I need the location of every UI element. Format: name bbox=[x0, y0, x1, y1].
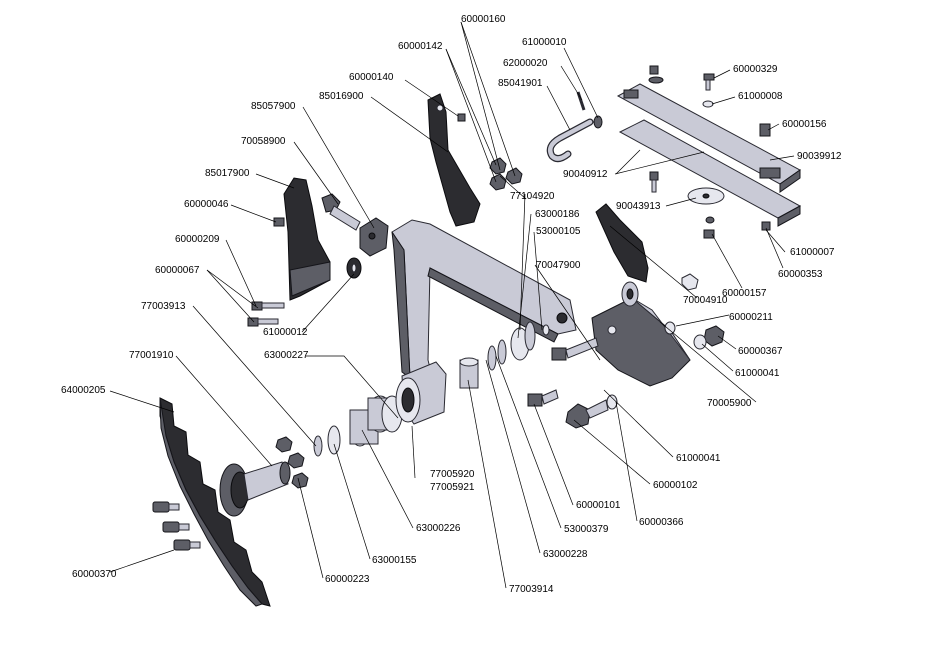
part-labels: 60000160 61000010 60000142 62000020 8504… bbox=[61, 14, 842, 595]
label-70004910: 70004910 bbox=[683, 295, 728, 306]
hub-nuts bbox=[275, 436, 309, 489]
u-hook bbox=[546, 118, 594, 163]
label-85041901: 85041901 bbox=[498, 78, 543, 89]
leader-lines bbox=[109, 21, 795, 589]
label-63000226: 63000226 bbox=[416, 523, 461, 534]
label-62000020: 62000020 bbox=[503, 58, 548, 69]
label-60000160: 60000160 bbox=[461, 14, 506, 25]
label-90040912: 90040912 bbox=[563, 169, 608, 180]
label-77003913: 77003913 bbox=[141, 301, 186, 312]
label-60000211: 60000211 bbox=[729, 312, 773, 323]
clamp-bolts bbox=[527, 337, 618, 429]
plate-fasteners bbox=[648, 65, 771, 239]
label-63000227: 63000227 bbox=[264, 350, 309, 361]
label-60000209: 60000209 bbox=[175, 234, 220, 245]
label-61000012: 61000012 bbox=[263, 327, 308, 338]
label-60000370: 60000370 bbox=[72, 569, 117, 580]
label-77104920: 77104920 bbox=[510, 191, 555, 202]
label-85016900: 85016900 bbox=[319, 91, 364, 102]
label-85017900: 85017900 bbox=[205, 168, 250, 179]
label-70058900: 70058900 bbox=[241, 136, 286, 147]
label-63000186: 63000186 bbox=[535, 209, 580, 220]
clamp-nuts bbox=[664, 321, 725, 350]
label-90039912: 90039912 bbox=[797, 151, 842, 162]
disc-bolts bbox=[152, 501, 201, 551]
label-61000008: 61000008 bbox=[738, 91, 783, 102]
label-77005920: 77005920 bbox=[430, 469, 475, 480]
clamp-body bbox=[591, 281, 691, 387]
main-arm bbox=[391, 219, 577, 425]
bracket-bolts bbox=[247, 301, 285, 327]
label-63000228: 63000228 bbox=[543, 549, 588, 560]
label-61000007: 61000007 bbox=[790, 247, 835, 258]
label-70047900: 70047900 bbox=[536, 260, 581, 271]
pivot-bushings bbox=[459, 321, 550, 389]
label-60000102: 60000102 bbox=[653, 480, 698, 491]
label-77003914: 77003914 bbox=[509, 584, 554, 595]
left-bracket bbox=[283, 177, 331, 301]
label-53000105: 53000105 bbox=[536, 226, 581, 237]
top-bracket bbox=[427, 93, 481, 227]
disc-blade bbox=[159, 397, 271, 607]
label-77001910: 77001910 bbox=[129, 350, 174, 361]
label-60000366: 60000366 bbox=[639, 517, 684, 528]
label-70005900: 70005900 bbox=[707, 398, 752, 409]
label-77005921: 77005921 bbox=[430, 482, 475, 493]
round-plate bbox=[687, 187, 725, 205]
label-61000041-b: 61000041 bbox=[676, 453, 721, 464]
label-53000379: 53000379 bbox=[564, 524, 609, 535]
label-61000041-a: 61000041 bbox=[735, 368, 780, 379]
label-60000157: 60000157 bbox=[722, 288, 767, 299]
small-bolt bbox=[273, 217, 285, 227]
label-90043913: 90043913 bbox=[616, 201, 661, 212]
label-85057900: 85057900 bbox=[251, 101, 296, 112]
label-60000353: 60000353 bbox=[778, 269, 823, 280]
eye-bolt bbox=[321, 193, 361, 231]
label-60000156: 60000156 bbox=[782, 119, 827, 130]
label-60000367: 60000367 bbox=[738, 346, 783, 357]
spacer-block bbox=[359, 217, 389, 257]
label-60000101: 60000101 bbox=[576, 500, 621, 511]
washer-left bbox=[346, 257, 362, 279]
label-60000142: 60000142 bbox=[398, 41, 443, 52]
mounting-plates bbox=[616, 83, 802, 227]
hub-axle bbox=[219, 461, 291, 517]
label-64000205: 64000205 bbox=[61, 385, 106, 396]
label-60000067: 60000067 bbox=[155, 265, 200, 276]
label-60000140: 60000140 bbox=[349, 72, 394, 83]
label-63000155: 63000155 bbox=[372, 555, 417, 566]
label-60000046: 60000046 bbox=[184, 199, 229, 210]
label-61000010: 61000010 bbox=[522, 37, 567, 48]
label-60000329: 60000329 bbox=[733, 64, 778, 75]
shank-plate bbox=[595, 203, 699, 291]
axle-washers bbox=[313, 395, 403, 457]
label-60000223: 60000223 bbox=[325, 574, 370, 585]
